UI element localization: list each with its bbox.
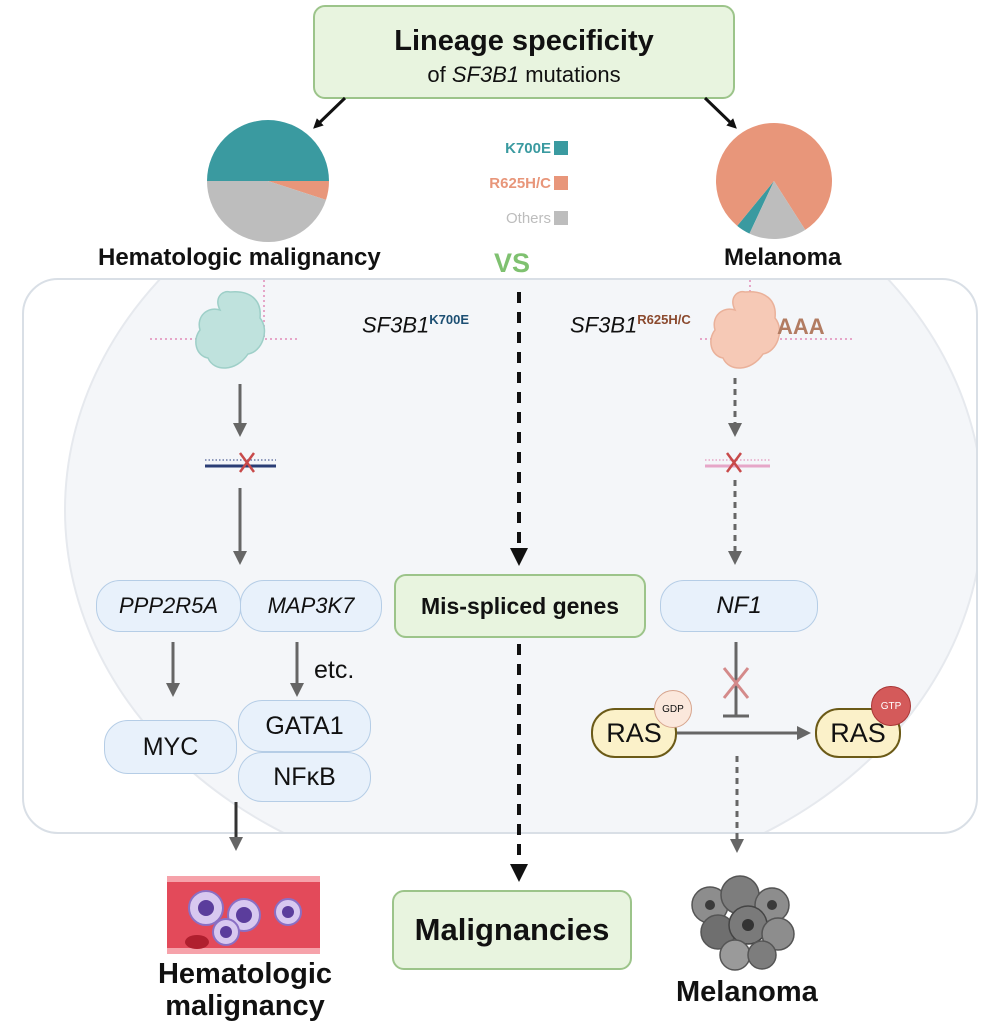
- bottom-hematologic-label: Hematologic malignancy: [100, 958, 390, 1022]
- sf3b1-k700e-protein-icon: [150, 280, 300, 369]
- title-sub: of SF3B1 mutations: [315, 62, 733, 88]
- legend-item-others: Others: [440, 206, 568, 230]
- malignancies-box: Malignancies: [392, 890, 632, 970]
- title-sub-suffix: mutations: [519, 62, 621, 87]
- right-missplice-rna-icon: [705, 452, 770, 473]
- gdp-badge: GDP: [654, 690, 692, 728]
- gene-pill-nf1: NF1: [660, 580, 818, 632]
- gene-label-nf1: NF1: [716, 592, 762, 619]
- gene-pill-ppp2r5a: PPP2R5A: [96, 580, 241, 632]
- gata1-pill: GATA1: [238, 700, 371, 752]
- legend: K700E R625H/C Others: [440, 136, 568, 230]
- bottom-melanoma-label: Melanoma: [676, 976, 818, 1008]
- gene-pill-map3k7: MAP3K7: [240, 580, 382, 632]
- gata1-label: GATA1: [265, 711, 344, 740]
- pie-melanoma-slice-others: [749, 181, 806, 240]
- legend-label-r625: R625H/C: [489, 174, 551, 192]
- pie-melanoma-slice-k700e: [737, 181, 774, 234]
- bottom-hematologic-line2: malignancy: [165, 990, 325, 1022]
- melanoma-cells-icon: [691, 875, 795, 971]
- mutant-label-k700e: SF3B1K700E: [362, 312, 469, 338]
- ras-gtp-label: RAS: [830, 717, 886, 748]
- diagram-graphics: [139, 96, 855, 971]
- myc-pill: MYC: [104, 720, 237, 774]
- gdp-badge-label: GDP: [662, 703, 684, 715]
- title-sub-gene: SF3B1: [451, 62, 520, 87]
- sf3b1-r625-protein-icon: [700, 280, 855, 369]
- legend-item-r625: R625H/C: [440, 171, 568, 195]
- gene-label-map3k7: MAP3K7: [267, 593, 355, 618]
- title-sub-prefix: of: [427, 62, 452, 87]
- polya-tail-label: AAA: [777, 314, 825, 339]
- pie-melanoma-slice-r625h-c: [716, 123, 832, 230]
- legend-swatch-r625: [554, 176, 568, 190]
- pie-hematologic-slice-r625h-c: [268, 181, 329, 200]
- malignancies-label: Malignancies: [414, 912, 610, 947]
- nf1-inhibition-icon: [722, 642, 750, 718]
- title-box: Lineage specificity of SF3B1 mutations: [313, 5, 735, 99]
- mutant-label-r625: SF3B1R625H/C: [570, 312, 691, 338]
- missliced-genes-box: Mis-spliced genes: [394, 574, 646, 638]
- nfkb-label: NFκB: [273, 762, 336, 791]
- legend-label-others: Others: [505, 209, 551, 227]
- blood-cells-icon: [167, 876, 320, 954]
- nfkb-pill: NFκB: [238, 752, 371, 802]
- arrow-to-right-pie: [703, 96, 737, 129]
- mutant-gene-right: SF3B1: [570, 312, 638, 338]
- bottom-hematologic-line1: Hematologic: [157, 958, 333, 990]
- legend-item-k700e: K700E: [440, 136, 568, 160]
- ras-gdp-pill: RAS: [591, 708, 677, 758]
- pie-label-hematologic: Hematologic malignancy: [98, 244, 381, 271]
- gene-label-ppp2r5a: PPP2R5A: [118, 593, 219, 618]
- legend-swatch-k700e: [554, 141, 568, 155]
- arrow-to-left-pie: [313, 96, 347, 129]
- pie-label-melanoma: Melanoma: [724, 244, 842, 271]
- pie-chart-melanoma: [716, 123, 832, 240]
- legend-label-k700e: K700E: [505, 139, 551, 157]
- mutant-superscript-k700e: K700E: [429, 312, 470, 327]
- pie-hematologic-slice-others: [207, 181, 327, 242]
- gtp-badge: GTP: [871, 686, 911, 726]
- myc-label: MYC: [142, 732, 199, 761]
- pie-hematologic-slice-k700e: [207, 120, 329, 181]
- gtp-badge-label: GTP: [880, 700, 902, 712]
- ras-gdp-label: RAS: [606, 717, 662, 748]
- mutant-superscript-r625: R625H/C: [637, 312, 691, 327]
- pie-chart-hematologic: [207, 120, 329, 242]
- vs-label: VS: [494, 248, 531, 278]
- etc-label: etc.: [314, 656, 355, 684]
- legend-swatch-others: [554, 211, 568, 225]
- mutant-gene-left: SF3B1: [362, 312, 430, 338]
- missliced-genes-label: Mis-spliced genes: [420, 593, 620, 619]
- left-missplice-rna-icon: [205, 452, 276, 473]
- title-main: Lineage specificity: [394, 25, 654, 57]
